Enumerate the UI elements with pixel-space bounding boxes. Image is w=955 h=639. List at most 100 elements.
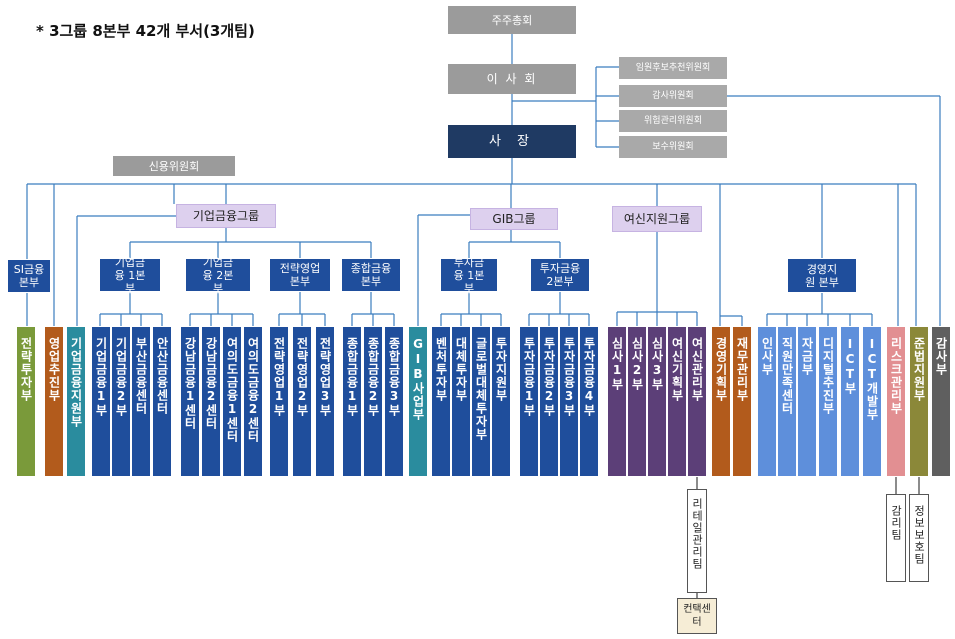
department-label: 디지털추진부	[821, 337, 835, 415]
credit-committee-box[interactable]: 신용위원회	[113, 156, 235, 176]
group-credit-support[interactable]: 여신지원그룹	[612, 206, 702, 232]
page-title: * 3그룹 8본부 42개 부서(3개팀)	[36, 22, 255, 40]
department-22[interactable]: 투자금융1부	[519, 326, 539, 477]
division-strategic[interactable]: 전략영업 본부	[269, 258, 331, 292]
department-label: 심사2부	[630, 337, 644, 391]
department-label: ICT개발부	[865, 337, 879, 421]
department-label: 경영기획부	[714, 337, 728, 402]
department-label: GIB사업부	[411, 337, 425, 421]
department-12[interactable]: 전략영업2부	[292, 326, 312, 477]
department-29[interactable]: 여신기획부	[667, 326, 687, 477]
department-4[interactable]: 기업금융2부	[111, 326, 131, 477]
department-label: 투자금융4부	[582, 337, 596, 417]
department-label: 기업금융2부	[114, 337, 128, 417]
department-11[interactable]: 전략영업1부	[269, 326, 289, 477]
committee-audit[interactable]: 감사위원회	[619, 85, 727, 107]
department-16[interactable]: 종합금융3부	[384, 326, 404, 477]
department-13[interactable]: 전략영업3부	[315, 326, 335, 477]
department-37[interactable]: ICT부	[840, 326, 860, 477]
department-label: 여의도금융2센터	[246, 337, 260, 443]
department-label: 투자지원부	[494, 337, 508, 402]
department-27[interactable]: 심사2부	[627, 326, 647, 477]
department-label: 강남금융2센터	[204, 337, 218, 430]
department-label: 벤처투자부	[434, 337, 448, 402]
department-label: 리스크관리부	[889, 337, 903, 415]
team-retail-management[interactable]: 리테일관리팀	[687, 489, 707, 593]
division-comprehensive[interactable]: 종합금융 본부	[341, 258, 401, 292]
department-19[interactable]: 대체투자부	[451, 326, 471, 477]
department-label: 전략영업1부	[272, 337, 286, 417]
group-gib[interactable]: GIB그룹	[470, 208, 558, 230]
committee-risk[interactable]: 위험관리위원회	[619, 110, 727, 132]
department-label: 종합금융1부	[345, 337, 359, 417]
department-label: 심사1부	[610, 337, 624, 391]
department-label: 인사부	[760, 337, 774, 376]
department-label: 전략투자부	[19, 337, 33, 402]
department-2[interactable]: 기업금융지원부	[66, 326, 86, 477]
department-32[interactable]: 재무관리부	[732, 326, 752, 477]
department-label: 글로벌대체투자부	[474, 337, 488, 441]
department-label: 부산금융센터	[134, 337, 148, 415]
department-label: 재무관리부	[735, 337, 749, 402]
department-38[interactable]: ICT개발부	[862, 326, 882, 477]
department-6[interactable]: 안산금융센터	[152, 326, 172, 477]
division-inv1[interactable]: 투자금융 1본부	[440, 256, 498, 295]
department-3[interactable]: 기업금융1부	[91, 326, 111, 477]
committee-compensation[interactable]: 보수위원회	[619, 136, 727, 158]
department-20[interactable]: 글로벌대체투자부	[471, 326, 491, 477]
shareholders-box[interactable]: 주주총회	[448, 6, 576, 34]
department-23[interactable]: 투자금융2부	[539, 326, 559, 477]
department-label: 준법지원부	[912, 337, 926, 402]
department-1[interactable]: 영업추진부	[44, 326, 64, 477]
department-7[interactable]: 강남금융1센터	[180, 326, 200, 477]
department-label: 직원만족센터	[780, 337, 794, 415]
department-9[interactable]: 여의도금융1센터	[222, 326, 242, 477]
department-15[interactable]: 종합금융2부	[363, 326, 383, 477]
group-corporate-finance[interactable]: 기업금융그룹	[176, 204, 276, 228]
department-label: 안산금융센터	[155, 337, 169, 415]
department-8[interactable]: 강남금융2센터	[201, 326, 221, 477]
department-21[interactable]: 투자지원부	[491, 326, 511, 477]
department-26[interactable]: 심사1부	[607, 326, 627, 477]
department-40[interactable]: 준법지원부	[909, 326, 929, 477]
department-30[interactable]: 여신관리부	[687, 326, 707, 477]
department-14[interactable]: 종합금융1부	[342, 326, 362, 477]
department-24[interactable]: 투자금융3부	[559, 326, 579, 477]
department-5[interactable]: 부산금융센터	[131, 326, 151, 477]
department-25[interactable]: 투자금융4부	[579, 326, 599, 477]
department-10[interactable]: 여의도금융2센터	[243, 326, 263, 477]
team-info-security[interactable]: 정보보호팀	[909, 494, 929, 582]
division-cf2[interactable]: 기업금융 2본부	[185, 256, 251, 295]
department-label: 여신기획부	[670, 337, 684, 402]
ceo-box[interactable]: 사 장	[448, 125, 576, 158]
department-label: 여의도금융1센터	[225, 337, 239, 443]
department-35[interactable]: 자금부	[797, 326, 817, 477]
department-41[interactable]: 감사부	[931, 326, 951, 477]
department-34[interactable]: 직원만족센터	[777, 326, 797, 477]
division-inv2[interactable]: 투자금융 2본부	[530, 258, 590, 292]
department-39[interactable]: 리스크관리부	[886, 326, 906, 477]
department-0[interactable]: 전략투자부	[16, 326, 36, 477]
department-label: 전략영업2부	[295, 337, 309, 417]
department-18[interactable]: 벤처투자부	[431, 326, 451, 477]
department-36[interactable]: 디지털추진부	[818, 326, 838, 477]
division-si[interactable]: SI금융 본부	[7, 259, 51, 293]
department-label: 투자금융1부	[522, 337, 536, 417]
department-label: 심사3부	[650, 337, 664, 391]
department-28[interactable]: 심사3부	[647, 326, 667, 477]
division-cf1[interactable]: 기업금융 1본부	[99, 256, 161, 295]
team-inspection[interactable]: 감리팀	[886, 494, 906, 582]
board-box[interactable]: 이 사 회	[448, 64, 576, 94]
department-label: 투자금융2부	[542, 337, 556, 417]
committee-nomination[interactable]: 임원후보추천위원회	[619, 57, 727, 79]
department-label: 투자금융3부	[562, 337, 576, 417]
contact-center[interactable]: 컨택센터	[677, 598, 717, 634]
department-31[interactable]: 경영기획부	[711, 326, 731, 477]
department-label: 강남금융1센터	[183, 337, 197, 430]
department-label: ICT부	[843, 337, 857, 395]
division-management[interactable]: 경영지원 본부	[787, 258, 857, 293]
department-label: 감사부	[934, 337, 948, 376]
department-33[interactable]: 인사부	[757, 326, 777, 477]
department-17[interactable]: GIB사업부	[408, 326, 428, 477]
